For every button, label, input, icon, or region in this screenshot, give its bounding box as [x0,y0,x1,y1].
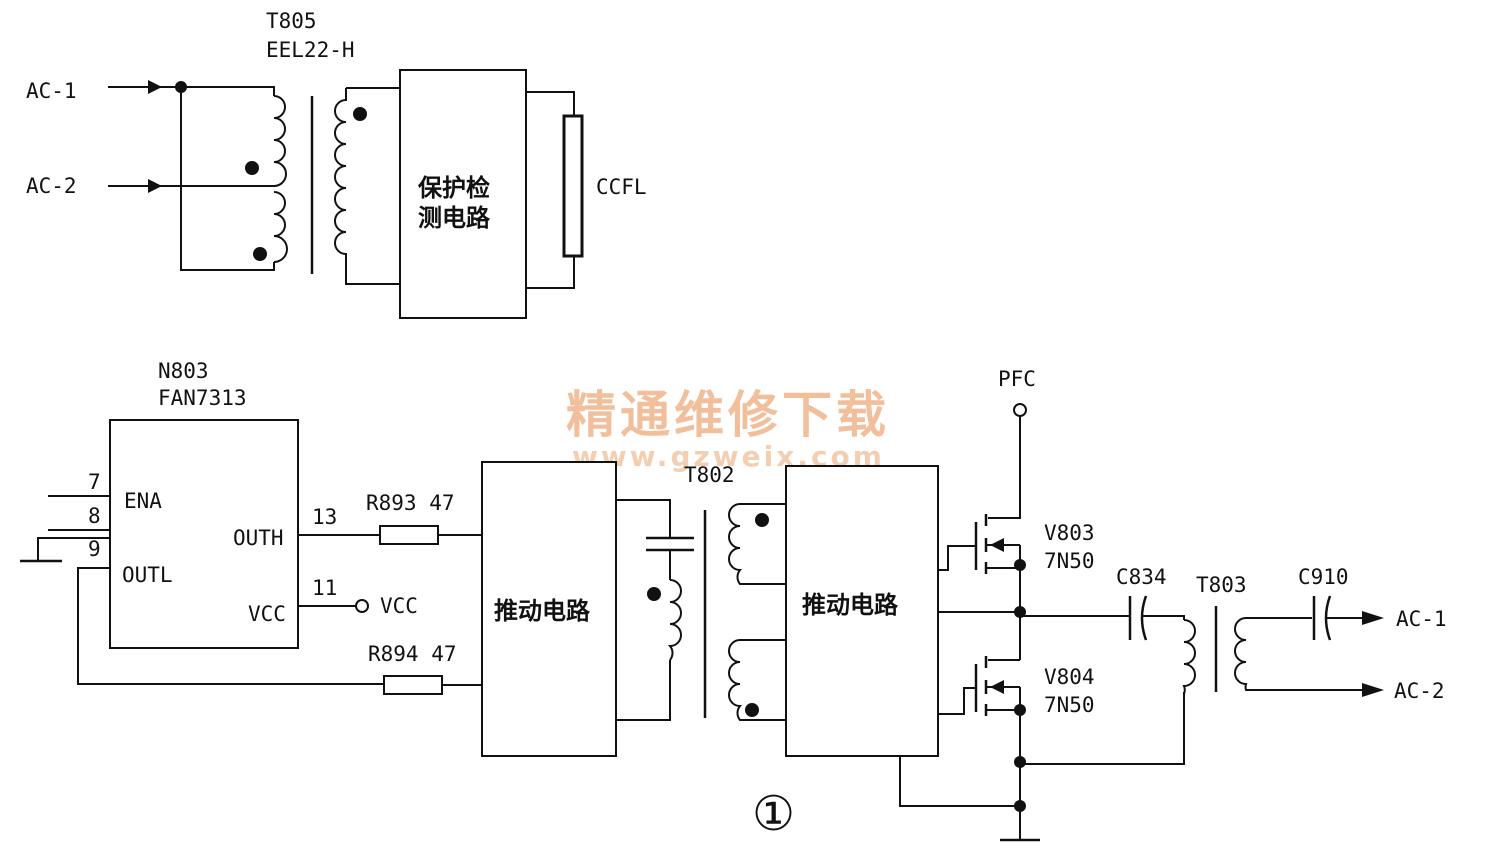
polarity-dot [245,161,259,175]
junction-dot [1014,800,1026,812]
protection-label-1: 保护检 [417,174,490,202]
watermark: 精通维修下载 www.gzweix.com [566,385,890,473]
t802-secondary-upper [728,503,786,585]
c834-label: C834 [1116,565,1167,589]
r893-resistor [379,525,439,545]
outh-label: OUTH [233,526,284,550]
v804-gate-wire [938,687,976,715]
figure-number: ① [752,786,795,842]
t803-label: T803 [1196,573,1247,597]
protection-label-2: 测电路 [418,204,491,232]
primary-return-wire [180,87,275,271]
drive-left-label: 推动电路 [494,597,591,625]
t803-return-wire [1020,692,1185,765]
v803-part: 7N50 [1044,549,1095,573]
polarity-dot [647,587,661,601]
t802-label: T802 [684,463,735,487]
drive-right-block [785,465,939,757]
v804-ref: V804 [1044,665,1095,689]
out-ac2-label: AC-2 [1394,679,1445,703]
t803-secondary-winding [1234,617,1362,691]
c834-plate [1140,595,1148,641]
protection-detect-block [399,69,527,319]
c834-to-t803-wire [1142,615,1185,620]
vcc-terminal-icon [355,599,369,613]
pin13-number: 13 [312,505,337,529]
v804-part: 7N50 [1044,693,1095,717]
pin7-number: 7 [88,470,101,494]
polarity-dot [745,703,759,717]
pin9-number: 9 [88,537,101,561]
pin9-outl-wire [77,567,384,685]
drive-right-label: 推动电路 [802,591,899,619]
t802-primary-return-wire [616,660,671,721]
drive-ground-wire [899,756,1020,807]
pfc-terminal-icon [1013,403,1027,417]
ccfl-lamp [562,114,584,258]
polarity-dot [755,513,769,527]
pin8-number: 8 [88,504,101,528]
v804-arrow-icon [990,680,1004,694]
ccfl-label: CCFL [596,175,647,199]
pin11-number: 11 [312,576,337,600]
ic-part: FAN7313 [158,386,247,410]
v803-ref: V803 [1044,521,1095,545]
r893-label: R893 47 [366,491,455,515]
primary-winding-upper [273,95,287,187]
primary-winding-lower [273,191,288,263]
t805-part: EEL22-H [266,38,355,62]
primary-top-wire [181,86,275,96]
cap-top-wire [616,499,671,538]
pfc-label: PFC [998,367,1036,391]
drive-circuit-right: 推动电路 [785,465,939,757]
secondary-winding [334,88,402,285]
ac1-output-arrow-icon [1362,611,1384,625]
ac1-arrow-icon [148,80,162,94]
drive-left-block [481,461,617,757]
top-circuit: T805 EEL22-H AC-1 AC-2 保护检 测电路 CCFL [26,9,647,319]
r894-label: R894 47 [368,642,457,666]
ic-ref: N803 [158,359,209,383]
junction-dot [1014,756,1026,768]
t802-primary-winding [667,579,682,661]
ac2-arrow-icon [148,179,162,193]
polarity-dot [253,247,267,261]
drive-circuit-left: 推动电路 [481,461,617,757]
pfc-drain-wire [988,416,1021,519]
ic-n803: N803 FAN7313 7 8 9 ENA OUTL OUTH VCC 13 … [20,359,418,685]
polarity-dot [353,107,367,121]
c910-label: C910 [1298,565,1349,589]
t805-ref: T805 [266,9,317,33]
out-ac1-label: AC-1 [1396,607,1447,631]
output-stage: C834 T803 C910 AC-1 AC-2 [1116,565,1447,703]
watermark-title: 精通维修下载 [566,385,890,444]
ic-body [109,419,299,649]
t803-primary-winding [1182,619,1196,695]
v803-arrow-icon [990,538,1004,552]
pin8-ground-wire [37,537,110,560]
vcc-pin-label: VCC [248,602,286,626]
outl-label: OUTL [122,563,173,587]
t802-secondary-lower [728,639,786,721]
ccfl-bottom-wire [526,256,575,289]
ac2-output-arrow-icon [1362,683,1384,697]
ena-label: ENA [124,489,162,513]
top-ac1-label: AC-1 [26,79,77,103]
mosfet-half-bridge: PFC V803 7N50 V804 7N50 [899,367,1185,842]
ccfl-top-wire [526,91,575,116]
r894-resistor [383,675,443,695]
t802-section: T802 [616,463,786,721]
vcc-supply-label: VCC [380,594,418,618]
resistors: R893 47 R894 47 [366,491,482,695]
top-ac2-label: AC-2 [26,174,77,198]
v803-gate-wire [938,545,976,571]
